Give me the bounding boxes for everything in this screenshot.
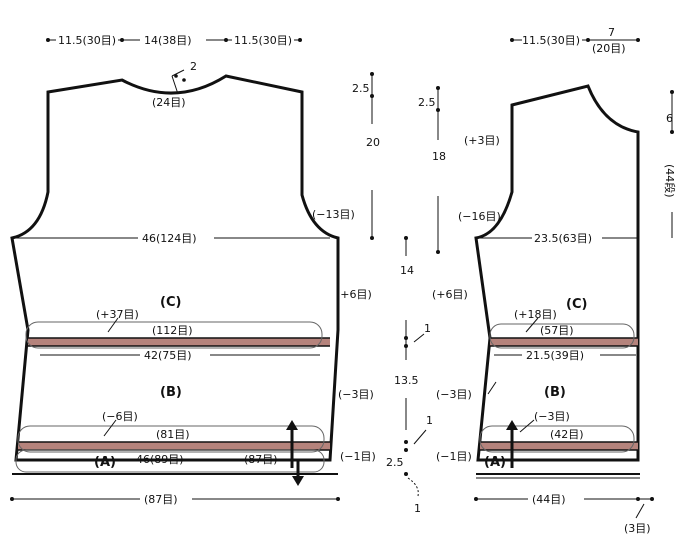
mid-v9: 2.5 xyxy=(386,456,404,469)
front-a-sts: (87目) xyxy=(244,453,278,466)
back-right-height-num: 6 xyxy=(666,112,673,125)
front-c-inc: (+37目) xyxy=(96,308,139,321)
middle-measurements: 2.5 20 2.5 18 14 1 13.5 1 2.5 1 xyxy=(352,72,446,515)
back-c-inc: (+18目) xyxy=(514,308,557,321)
mid-v7: 13.5 xyxy=(394,374,419,387)
front-c-sts: (112目) xyxy=(152,324,193,337)
front-side-inc: (+6目) xyxy=(336,288,372,301)
front-band-a xyxy=(15,449,325,473)
front-top-left: 11.5(30目) xyxy=(58,34,116,47)
front-bottom: (87目) xyxy=(144,493,178,506)
mid-v6: 1 xyxy=(424,322,431,335)
back-stripe-lower xyxy=(480,442,638,450)
front-neck-sts: (24目) xyxy=(152,96,186,109)
back-side-dec: (−3目) xyxy=(436,388,472,401)
front-neck-depth: 2 xyxy=(190,60,197,73)
front-side-dec: (−3目) xyxy=(338,388,374,401)
front-stripe-lower xyxy=(18,442,330,450)
back-b-dec: (−3目) xyxy=(534,410,570,423)
back-band-c xyxy=(489,323,635,349)
front-outline xyxy=(10,74,340,462)
back-outline xyxy=(474,84,640,462)
front-stripe-upper xyxy=(28,338,330,346)
front-b-dec: (−6目) xyxy=(102,410,138,423)
mid-v5: 14 xyxy=(400,264,414,277)
mid-v2: 20 xyxy=(366,136,380,149)
back-top-right-sts: (20目) xyxy=(592,42,626,55)
back-stripe-upper xyxy=(490,338,638,346)
front-b-sts: (81目) xyxy=(156,428,190,441)
back-top-right-num: 7 xyxy=(608,26,615,39)
back-c-label: (C) xyxy=(566,297,587,312)
mid-v4: 18 xyxy=(432,150,446,163)
front-a-label: (A) xyxy=(94,455,116,470)
back-piece: 11.5(30目) 7 (20目) (+3目) (−16目) 23.5(63目)… xyxy=(432,26,677,535)
back-b-label: (B) xyxy=(544,385,566,400)
back-band-b xyxy=(479,425,635,453)
back-right-height-rows: (44段) xyxy=(663,164,677,198)
front-c-label: (C) xyxy=(160,295,181,310)
back-a-label: (A) xyxy=(484,455,506,470)
back-top-left: 11.5(30目) xyxy=(522,34,580,47)
front-width: 46(124目) xyxy=(142,232,197,245)
front-armhole-dec: (−13目) xyxy=(312,208,355,221)
back-bottom-extra: (3目) xyxy=(624,522,651,535)
front-top-right: 11.5(30目) xyxy=(234,34,292,47)
front-b-label: (B) xyxy=(160,385,182,400)
back-armhole-inc: (+3目) xyxy=(464,134,500,147)
front-piece: 11.5(30目) 14(38目) 11.5(30目) 2 (24目) 46(1… xyxy=(10,32,376,507)
back-bottom: (44目) xyxy=(532,493,566,506)
front-band-label: 42(75目) xyxy=(144,349,192,362)
back-band-label: 21.5(39目) xyxy=(526,349,584,362)
back-width: 23.5(63目) xyxy=(534,232,592,245)
mid-v1: 2.5 xyxy=(352,82,370,95)
front-side-dec1: (−1目) xyxy=(340,450,376,463)
front-top-mid: 14(38目) xyxy=(144,34,192,47)
mid-v10: 1 xyxy=(414,502,421,515)
mid-v8: 1 xyxy=(426,414,433,427)
back-side-inc: (+6目) xyxy=(432,288,468,301)
back-b-sts: (42目) xyxy=(550,428,584,441)
front-band-c xyxy=(25,321,323,349)
front-band-b xyxy=(17,425,325,453)
back-side-dec1: (−1目) xyxy=(436,450,472,463)
back-armhole-dec: (−16目) xyxy=(458,210,501,223)
back-c-sts: (57目) xyxy=(540,324,574,337)
mid-v3: 2.5 xyxy=(418,96,436,109)
front-a-width: 46(89目) xyxy=(136,453,184,466)
